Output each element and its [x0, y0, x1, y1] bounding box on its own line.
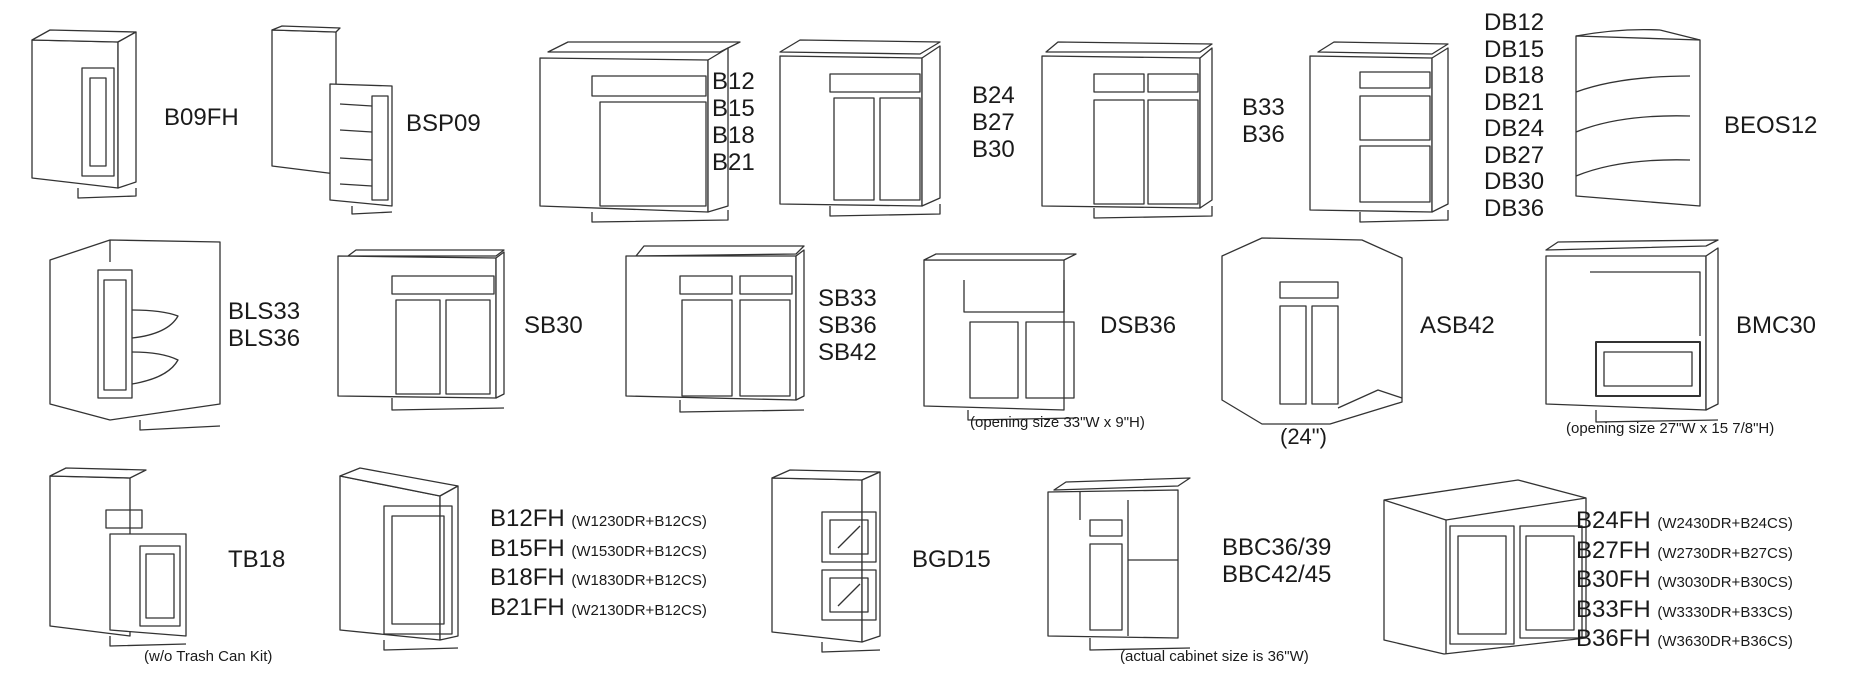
label-dsb36: DSB36 — [1100, 312, 1177, 339]
b12-drawing — [540, 42, 740, 222]
label-b24fh: B24FH (W2430DR+B24CS) — [1576, 507, 1793, 534]
label-db18: DB18 — [1484, 62, 1545, 89]
label-asb42: ASB42 — [1420, 312, 1495, 339]
b12fh-drawing — [340, 468, 458, 650]
label-sb33: SB33 — [818, 285, 877, 312]
label-sb42: SB42 — [818, 339, 877, 366]
label-sb30: SB30 — [524, 312, 583, 339]
label-b12: B12 — [712, 68, 755, 95]
label-b27: B27 — [972, 109, 1015, 136]
note-asb42: (24") — [1280, 424, 1327, 449]
label-fh2-group: B24FH (W2430DR+B24CS) B27FH (W2730DR+B27… — [1576, 507, 1793, 656]
label-db27: DB27 — [1484, 141, 1545, 169]
bgd15-drawing — [772, 470, 880, 652]
label-b36: B36 — [1242, 121, 1285, 148]
note-bmc30: (opening size 27"W x 15 7/8"H) — [1566, 420, 1775, 437]
label-b36fh: B36FH (W3630DR+B36CS) — [1576, 625, 1793, 652]
label-b18: B18 — [712, 122, 755, 149]
label-bls36: BLS36 — [228, 325, 301, 352]
label-b18fh: B18FH (W1830DR+B12CS) — [490, 564, 707, 591]
label-db30: DB30 — [1484, 168, 1545, 195]
label-bbc-group: BBC36/39 BBC42/45 — [1222, 534, 1331, 588]
bsp09-drawing — [272, 26, 392, 214]
note-bbc: (actual cabinet size is 36"W) — [1120, 648, 1309, 665]
bls-drawing — [50, 240, 220, 430]
label-sb36: SB36 — [818, 312, 877, 339]
bbc-drawing — [1048, 478, 1190, 650]
note-tb18: (w/o Trash Can Kit) — [144, 648, 273, 665]
label-b12-group: B12 B15 B18 B21 — [712, 68, 755, 176]
label-db-group: DB12 DB15 DB18 DB21 DB24 DB27 DB30 DB36 — [1484, 9, 1545, 222]
label-b21: B21 — [712, 149, 755, 176]
label-db24: DB24 — [1484, 115, 1545, 142]
db-drawing — [1310, 42, 1448, 222]
sb30-drawing — [338, 250, 504, 410]
b24fh-drawing — [1384, 480, 1586, 654]
note-dsb36: (opening size 33"W x 9"H) — [970, 414, 1145, 431]
label-db12: DB12 — [1484, 9, 1545, 36]
label-beos12: BEOS12 — [1724, 112, 1818, 139]
b24-drawing — [780, 40, 940, 216]
label-bgd15: BGD15 — [912, 546, 991, 573]
b33-drawing — [1042, 42, 1212, 218]
label-tb18: TB18 — [228, 546, 286, 573]
label-bmc30: BMC30 — [1736, 312, 1817, 339]
sb33-drawing — [626, 246, 804, 412]
label-b09fh: B09FH — [164, 104, 239, 131]
label-b33fh: B33FH (W3330DR+B33CS) — [1576, 595, 1793, 623]
label-b12fh: B12FH (W1230DR+B12CS) — [490, 505, 707, 532]
asb42-drawing — [1222, 238, 1402, 424]
label-b21fh: B21FH (W2130DR+B12CS) — [490, 593, 707, 621]
label-b33-group: B33 B36 — [1242, 94, 1285, 148]
label-bsp09: BSP09 — [406, 110, 481, 137]
dsb36-drawing — [924, 254, 1076, 420]
label-b15: B15 — [712, 95, 755, 122]
label-bbc42-45: BBC42/45 — [1222, 561, 1332, 588]
label-b15fh: B15FH (W1530DR+B12CS) — [490, 534, 707, 562]
label-db15: DB15 — [1484, 35, 1545, 63]
label-b24: B24 — [972, 82, 1015, 109]
tb18-drawing — [50, 468, 186, 646]
label-b30: B30 — [972, 136, 1015, 163]
label-bls33: BLS33 — [228, 298, 301, 325]
label-b24-group: B24 B27 B30 — [972, 82, 1015, 163]
b09fh-drawing — [32, 30, 136, 198]
bmc30-drawing — [1546, 240, 1718, 422]
label-b30fh: B30FH (W3030DR+B30CS) — [1576, 566, 1793, 593]
label-bbc36-39: BBC36/39 — [1222, 534, 1332, 561]
label-db36: DB36 — [1484, 194, 1545, 222]
label-b33: B33 — [1242, 94, 1285, 121]
label-b27fh: B27FH (W2730DR+B27CS) — [1576, 536, 1793, 564]
beos12-drawing — [1576, 30, 1700, 206]
label-db21: DB21 — [1484, 88, 1545, 116]
label-bls-group: BLS33 BLS36 — [228, 298, 300, 352]
label-fh-group: B12FH (W1230DR+B12CS) B15FH (W1530DR+B12… — [490, 505, 707, 624]
label-sb-group: SB33 SB36 SB42 — [818, 285, 877, 366]
